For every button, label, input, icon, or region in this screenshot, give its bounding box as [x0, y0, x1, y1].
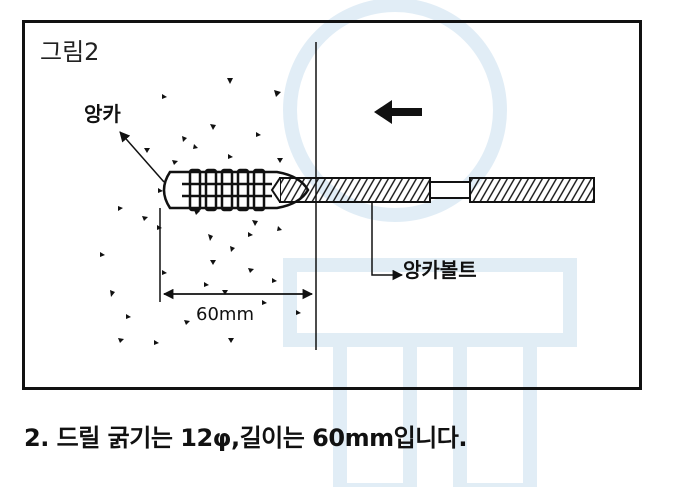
bolt-thread-rear	[469, 177, 595, 203]
concrete-aggregate	[100, 78, 301, 345]
anchor-diagram	[100, 42, 595, 350]
anchor-leader-line	[119, 131, 165, 183]
figure-frame	[22, 20, 642, 390]
anchor-ribs	[182, 168, 272, 212]
anchor-label: 앙카	[84, 102, 121, 126]
figure-caption: 2. 드릴 굵기는 12φ,길이는 60mm입니다.	[24, 424, 467, 452]
dimension-label: 60mm	[196, 304, 254, 325]
arrow-left-icon	[374, 100, 422, 124]
bolt-thread-front	[279, 177, 431, 203]
anchor-bolt-label: 앙카볼트	[403, 258, 477, 282]
figure-number-label: 그림2	[40, 38, 100, 66]
bolt-neck	[429, 181, 471, 199]
bolt-tip	[270, 177, 281, 203]
bolt-leader-line	[371, 202, 404, 281]
